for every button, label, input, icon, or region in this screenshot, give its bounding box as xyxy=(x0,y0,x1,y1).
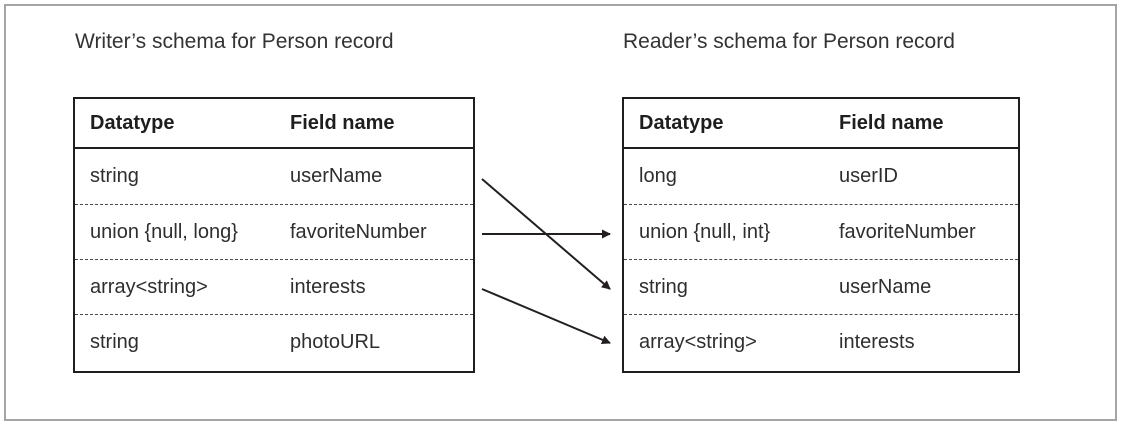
datatype-cell: string xyxy=(639,275,688,298)
field-name-cell: favoriteNumber xyxy=(839,220,976,243)
table-row-interests: array<string> interests xyxy=(624,314,1018,369)
reader-schema-title: Reader’s schema for Person record xyxy=(623,30,955,53)
table-row-username: string userName xyxy=(624,259,1018,314)
writer-table-header: Datatype Field name xyxy=(75,99,473,149)
field-name-cell: photoURL xyxy=(290,330,381,353)
field-name-cell: interests xyxy=(290,275,366,298)
field-name-column-header: Field name xyxy=(839,111,944,134)
field-name-column-header: Field name xyxy=(290,111,395,134)
datatype-cell: long xyxy=(639,165,677,187)
field-name-cell: favoriteNumber xyxy=(290,220,427,243)
table-row-userid: long userID xyxy=(624,149,1018,204)
table-row-favoritenumber: union {null, int} favoriteNumber xyxy=(624,204,1018,259)
datatype-column-header: Datatype xyxy=(639,111,724,134)
reader-table-header: Datatype Field name xyxy=(624,99,1018,149)
table-row-username: string userName xyxy=(75,149,473,204)
table-row-favoritenumber: union {null, long} favoriteNumber xyxy=(75,204,473,259)
field-name-cell: userName xyxy=(839,275,932,298)
writer-schema-table: Datatype Field name string userName unio… xyxy=(73,97,475,373)
datatype-cell: string xyxy=(90,165,139,187)
datatype-cell: union {null, long} xyxy=(90,220,238,243)
table-row-photourl: string photoURL xyxy=(75,314,473,369)
field-name-cell: userName xyxy=(290,165,383,187)
datatype-column-header: Datatype xyxy=(90,111,175,134)
field-name-cell: interests xyxy=(839,330,915,353)
writer-schema-title: Writer’s schema for Person record xyxy=(75,30,394,53)
datatype-cell: string xyxy=(90,330,139,353)
table-row-interests: array<string> interests xyxy=(75,259,473,314)
datatype-cell: union {null, int} xyxy=(639,220,771,243)
reader-schema-table: Datatype Field name long userID union {n… xyxy=(622,97,1020,373)
field-name-cell: userID xyxy=(839,165,898,187)
datatype-cell: array<string> xyxy=(639,330,757,353)
datatype-cell: array<string> xyxy=(90,275,208,298)
